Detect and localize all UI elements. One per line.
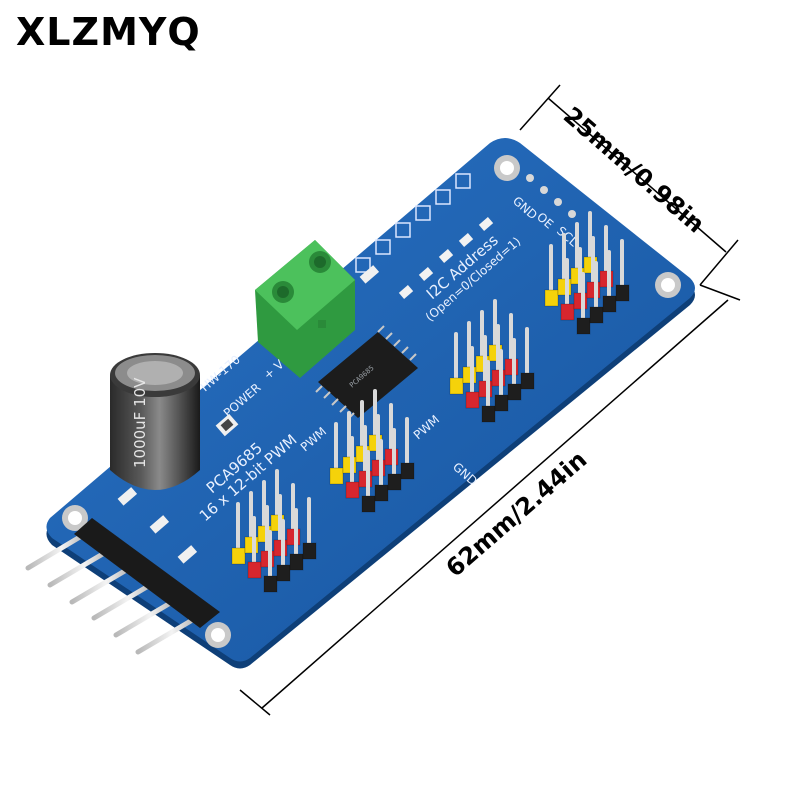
power-terminal-block bbox=[255, 240, 355, 378]
pin-housing bbox=[400, 462, 415, 480]
pin-housing bbox=[465, 391, 480, 409]
brand-logo: XLZMYQ bbox=[16, 10, 201, 54]
pin-housing bbox=[557, 278, 572, 296]
pin-housing bbox=[273, 539, 288, 557]
left-pin-header bbox=[25, 518, 220, 655]
mounting-hole bbox=[655, 272, 681, 298]
pin-housing bbox=[244, 536, 259, 554]
electrolytic-capacitor: 1000uF 10V bbox=[110, 353, 200, 490]
pin-housing bbox=[586, 281, 601, 299]
pin-housing bbox=[478, 380, 493, 398]
pin-housing bbox=[599, 270, 614, 288]
pin-housing bbox=[231, 547, 246, 565]
pin-housing bbox=[576, 317, 591, 335]
pin-housing bbox=[260, 550, 275, 568]
pin-housing bbox=[358, 470, 373, 488]
pin-housing bbox=[573, 292, 588, 310]
pin-housing bbox=[374, 484, 389, 502]
pin-housing bbox=[520, 372, 535, 390]
mounting-hole bbox=[494, 155, 520, 181]
pin-housing bbox=[491, 369, 506, 387]
pin-housing bbox=[462, 366, 477, 384]
smd-resistors bbox=[117, 265, 380, 564]
pin-housing bbox=[342, 456, 357, 474]
pin-housing bbox=[544, 289, 559, 307]
pin-housing bbox=[361, 495, 376, 513]
pin-housing bbox=[371, 459, 386, 477]
pin-housing bbox=[615, 284, 630, 302]
pin-housing bbox=[384, 448, 399, 466]
pin-housing bbox=[302, 542, 317, 560]
pin-housing bbox=[589, 306, 604, 324]
pin-housing bbox=[481, 405, 496, 423]
mounting-hole bbox=[205, 622, 231, 648]
pin-housing bbox=[329, 467, 344, 485]
pin-housing bbox=[449, 377, 464, 395]
pin-housing bbox=[504, 358, 519, 376]
pin-housing bbox=[289, 553, 304, 571]
mounting-hole bbox=[62, 505, 88, 531]
pin-housing bbox=[387, 473, 402, 491]
pin-housing bbox=[602, 295, 617, 313]
pin-housing bbox=[560, 303, 575, 321]
pin-housing bbox=[507, 383, 522, 401]
pin-housing bbox=[276, 564, 291, 582]
pin-housing bbox=[247, 561, 262, 579]
pin-housing bbox=[286, 528, 301, 546]
capacitor-marking: 1000uF 10V bbox=[131, 377, 149, 468]
servo-pin-headers bbox=[231, 211, 630, 593]
pin-housing bbox=[263, 575, 278, 593]
pca9685-chip: PCA9685 bbox=[315, 325, 418, 420]
pin-housing bbox=[494, 394, 509, 412]
power-led bbox=[215, 413, 239, 437]
pin-housing bbox=[345, 481, 360, 499]
